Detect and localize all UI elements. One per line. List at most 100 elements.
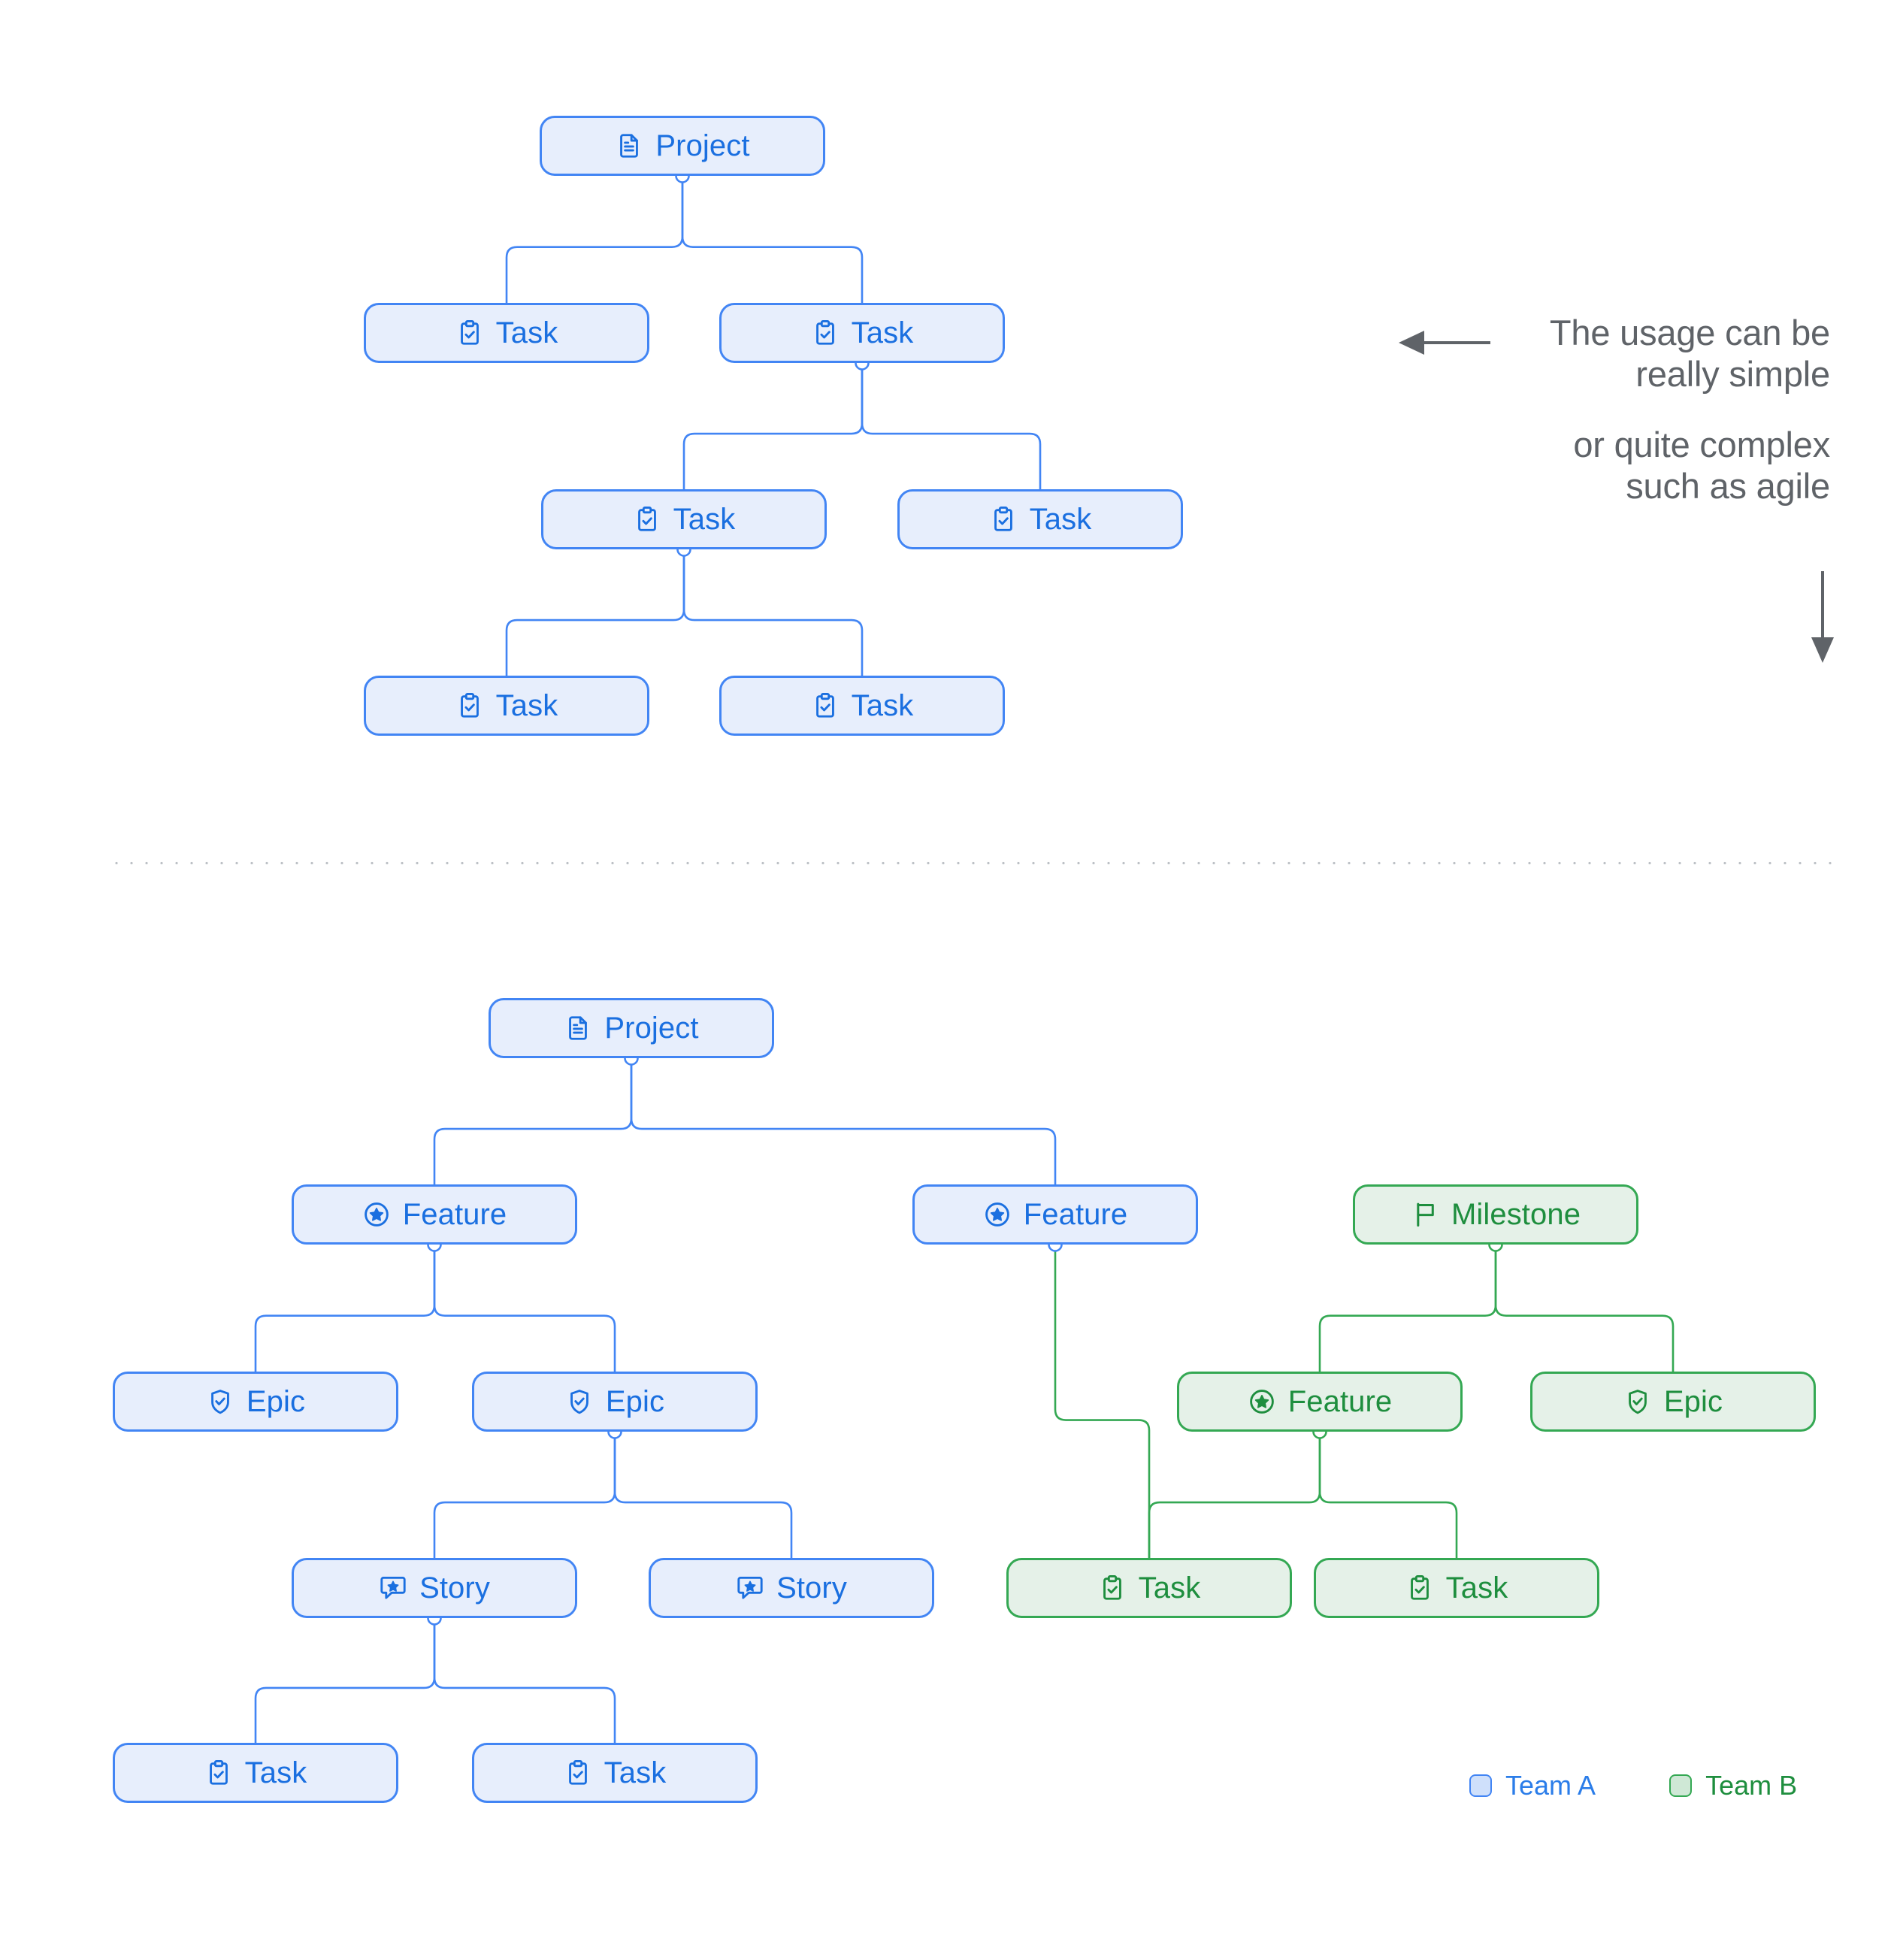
node-label: Task (1029, 502, 1092, 536)
node-label: Feature (1287, 1384, 1393, 1418)
edge-a-milestone-to-a-feature-3 (1318, 1243, 1497, 1373)
node-label: Feature (402, 1197, 507, 1231)
node-label: Epic (246, 1384, 306, 1418)
node-label: Task (604, 1756, 667, 1789)
node-task-s-task-5[interactable]: Task (364, 676, 649, 736)
arrow-left-icon (1399, 331, 1490, 355)
edge-s-task-3-to-s-task-6 (682, 548, 864, 677)
clipboard-check-icon (811, 319, 840, 347)
node-task-s-task-1[interactable]: Task (364, 303, 649, 363)
node-label: Task (851, 688, 914, 722)
edge-s-task-2-to-s-task-4 (861, 361, 1042, 491)
node-task-a-task-g1[interactable]: Task (1006, 1558, 1292, 1618)
edge-a-milestone-to-a-epic-3 (1494, 1243, 1675, 1373)
edge-a-feature-3-to-a-task-g1 (1148, 1430, 1321, 1559)
edge-a-project-to-a-feature-1 (433, 1057, 633, 1186)
section-divider (109, 861, 1841, 865)
node-milestone-a-milestone[interactable]: Milestone (1353, 1184, 1638, 1245)
legend-item-team-a[interactable]: Team A (1469, 1770, 1596, 1801)
edge-s-project-to-s-task-2 (681, 174, 864, 304)
document-icon (615, 132, 643, 160)
edge-a-epic-2-to-a-story-1 (433, 1430, 616, 1559)
node-label: Story (776, 1571, 847, 1605)
node-project-a-project[interactable]: Project (489, 998, 774, 1058)
edge-s-task-2-to-s-task-3 (682, 361, 864, 491)
node-task-a-task-b1[interactable]: Task (113, 1743, 398, 1803)
node-task-a-task-b2[interactable]: Task (472, 1743, 758, 1803)
edge-s-project-to-s-task-1 (505, 174, 684, 304)
edge-a-feature-3-to-a-task-g2 (1318, 1430, 1458, 1559)
edge-a-epic-2-to-a-story-2 (613, 1430, 793, 1559)
node-task-a-task-g2[interactable]: Task (1314, 1558, 1599, 1618)
document-icon (564, 1014, 592, 1042)
clipboard-check-icon (989, 505, 1018, 534)
node-task-s-task-4[interactable]: Task (897, 489, 1183, 549)
clipboard-check-icon (204, 1759, 233, 1787)
node-story-a-story-2[interactable]: Story (649, 1558, 934, 1618)
node-label: Task (495, 316, 558, 349)
node-label: Epic (605, 1384, 665, 1418)
node-feature-a-feature-3[interactable]: Feature (1177, 1372, 1463, 1432)
annotation-line-2: really simple (1635, 354, 1830, 395)
edge-a-project-to-a-feature-2 (630, 1057, 1057, 1186)
chat-star-icon (736, 1574, 764, 1602)
node-task-s-task-6[interactable]: Task (719, 676, 1005, 736)
node-label: Feature (1023, 1197, 1128, 1231)
node-story-a-story-1[interactable]: Story (292, 1558, 577, 1618)
node-label: Project (604, 1011, 699, 1045)
node-task-s-task-2[interactable]: Task (719, 303, 1005, 363)
flag-icon (1411, 1200, 1439, 1229)
star-circle-icon (362, 1200, 391, 1229)
edge-a-story-1-to-a-task-b2 (433, 1617, 616, 1744)
node-epic-a-epic-3[interactable]: Epic (1530, 1372, 1816, 1432)
node-label: Epic (1663, 1384, 1723, 1418)
team-a-swatch-icon (1469, 1774, 1492, 1797)
node-label: Task (851, 316, 914, 349)
node-label: Task (495, 688, 558, 722)
shield-check-icon (1623, 1387, 1652, 1416)
node-epic-a-epic-1[interactable]: Epic (113, 1372, 398, 1432)
star-circle-icon (1248, 1387, 1276, 1416)
node-feature-a-feature-1[interactable]: Feature (292, 1184, 577, 1245)
clipboard-check-icon (564, 1759, 592, 1787)
team-b-swatch-icon (1669, 1774, 1693, 1797)
node-label: Milestone (1451, 1197, 1581, 1231)
node-project-s-project[interactable]: Project (540, 116, 825, 176)
clipboard-check-icon (455, 319, 484, 347)
legend-item-team-b[interactable]: Team B (1669, 1770, 1797, 1801)
shield-check-icon (565, 1387, 594, 1416)
clipboard-check-icon (1405, 1574, 1434, 1602)
shield-check-icon (206, 1387, 234, 1416)
annotation-line-4: such as agile (1626, 466, 1830, 507)
arrow-down-icon (1811, 571, 1834, 663)
annotation-text: The usage can be really simple or quite … (1484, 312, 1830, 507)
chat-star-icon (379, 1574, 407, 1602)
annotation-paragraph-1: The usage can be really simple (1484, 312, 1830, 395)
team-legend: Team A Team B (1469, 1770, 1797, 1801)
node-label: Story (419, 1571, 490, 1605)
edge-s-task-3-to-s-task-5 (505, 548, 685, 677)
node-epic-a-epic-2[interactable]: Epic (472, 1372, 758, 1432)
node-task-s-task-3[interactable]: Task (541, 489, 827, 549)
clipboard-check-icon (455, 691, 484, 720)
edge-a-feature-1-to-a-epic-1 (254, 1243, 436, 1373)
legend-label-team-b: Team B (1705, 1770, 1798, 1801)
clipboard-check-icon (1098, 1574, 1127, 1602)
node-label: Task (673, 502, 736, 536)
node-label: Task (1445, 1571, 1508, 1605)
annotation-paragraph-2: or quite complex such as agile (1484, 424, 1830, 507)
edge-a-feature-2-to-a-task-g1 (1054, 1243, 1151, 1559)
edge-a-feature-1-to-a-epic-2 (433, 1243, 616, 1373)
node-feature-a-feature-2[interactable]: Feature (912, 1184, 1198, 1245)
clipboard-check-icon (633, 505, 661, 534)
node-label: Task (1138, 1571, 1201, 1605)
edge-a-story-1-to-a-task-b1 (254, 1617, 436, 1744)
star-circle-icon (983, 1200, 1012, 1229)
node-label: Project (655, 129, 750, 162)
legend-label-team-a: Team A (1505, 1770, 1596, 1801)
annotation-line-1: The usage can be (1549, 313, 1830, 352)
annotation-line-3: or quite complex (1573, 424, 1830, 464)
node-label: Task (244, 1756, 307, 1789)
